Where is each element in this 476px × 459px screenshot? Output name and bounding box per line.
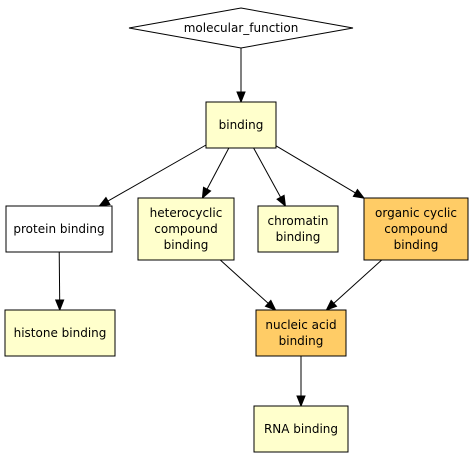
node-heterocyclic-compound-binding[interactable]: heterocyclic compound binding [137,197,235,261]
node-label-line: protein binding [13,222,104,236]
node-label: heterocyclic compound binding [150,206,223,252]
arrowhead-organic_cyclic_compound_binding [352,188,366,199]
edge-binding-to-protein_binding [107,144,207,202]
box-shape [5,205,113,253]
edge-heterocyclic_compound_binding-to-nucleic_acid_binding [219,259,269,304]
node-label-line: compound [384,222,447,236]
box-shape [137,197,235,261]
node-chromatin-binding[interactable]: chromatin binding [257,205,339,253]
node-molecular-function[interactable]: molecular_function [128,7,354,49]
node-nucleic-acid-binding[interactable]: nucleic acid binding [255,309,347,357]
node-rna-binding[interactable]: RNA binding [253,405,349,453]
node-label-line: binding [276,230,321,244]
box-shape [205,101,277,149]
arrowhead-binding [236,91,246,104]
node-label-line: heterocyclic [150,206,223,220]
node-label-line: binding [164,238,209,252]
node-label-line: histone binding [14,326,107,340]
edge-binding-to-organic_cyclic_compound_binding [275,145,356,194]
node-label-line: binding [394,238,439,252]
node-label-line: molecular_function [184,21,299,35]
node-label-line: organic cyclic [375,206,457,220]
edge-binding-to-chromatin_binding [253,147,282,198]
node-label-line: nucleic acid [265,318,336,332]
node-histone-binding[interactable]: histone binding [4,309,116,357]
box-shape [255,309,347,357]
arrowhead-chromatin_binding [276,194,287,208]
edge-binding-to-heterocyclic_compound_binding [206,147,230,190]
node-label-line: binding [219,118,264,132]
node-label: RNA binding [264,422,338,436]
arrowhead-heterocyclic_compound_binding [201,186,212,200]
node-binding[interactable]: binding [205,101,277,149]
box-shape [363,197,469,261]
arrowhead-nucleic_acid_binding [325,299,338,311]
edges-layer [54,48,383,408]
edge-organic_cyclic_compound_binding-to-nucleic_acid_binding [333,259,383,304]
node-label: chromatin binding [268,214,329,244]
arrowhead-nucleic_acid_binding [264,299,277,311]
arrowhead-histone_binding [54,299,65,312]
node-label: histone binding [14,326,107,340]
diamond-shape [128,7,354,49]
node-label-line: RNA binding [264,422,338,436]
arrowhead-rna_binding [296,395,306,408]
node-label-line: binding [279,334,324,348]
node-label-line: chromatin [268,214,329,228]
arrowhead-protein_binding [98,196,111,207]
node-organic-cyclic-compound-binding[interactable]: organic cyclic compound binding [363,197,469,261]
node-label: binding [219,118,264,132]
node-label: protein binding [13,222,104,236]
node-label: nucleic acid binding [265,318,336,348]
node-label: organic cyclic compound binding [375,206,457,252]
box-shape [253,405,349,453]
box-shape [257,205,339,253]
node-label: molecular_function [184,21,299,35]
box-shape [4,309,116,357]
node-label-line: compound [154,222,217,236]
node-protein-binding[interactable]: protein binding [5,205,113,253]
